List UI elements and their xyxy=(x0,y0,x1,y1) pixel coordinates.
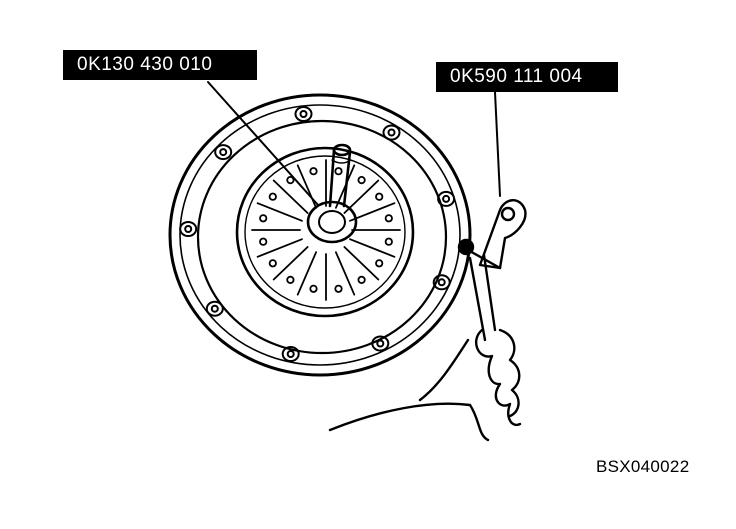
finger-slot xyxy=(268,192,277,201)
bolt-hole xyxy=(442,194,451,203)
bolt-hole xyxy=(437,278,446,287)
bolt-hole xyxy=(184,225,193,233)
mounting-lug xyxy=(179,221,198,237)
diaphragm-finger xyxy=(256,202,303,222)
figure-code: BSX040022 xyxy=(596,457,690,476)
hand-icon xyxy=(328,338,490,442)
finger-slot xyxy=(384,214,393,223)
ring-gear-brake-tool-icon xyxy=(457,199,527,427)
finger-slot xyxy=(357,176,366,185)
clutch-cover-assembly-icon xyxy=(168,93,472,377)
part-number-label-centering-tool: 0K130 430 010 xyxy=(63,50,257,80)
finger-slot xyxy=(259,214,268,223)
diaphragm-finger xyxy=(272,179,309,214)
diaphragm-finger xyxy=(296,251,318,296)
mounting-lug xyxy=(294,106,313,122)
bolt-hole xyxy=(299,110,308,118)
bolt-hole xyxy=(376,339,385,348)
bolt-hole xyxy=(210,304,219,313)
diaphragm-finger xyxy=(334,251,356,296)
mounting-lug xyxy=(432,274,451,291)
finger-slot xyxy=(334,167,343,176)
finger-slot xyxy=(259,237,268,246)
mounting-lug xyxy=(437,190,456,207)
diaphragm-finger xyxy=(272,246,309,281)
diaphragm-finger xyxy=(256,238,303,258)
bolt-hole xyxy=(219,148,228,157)
finger-slot xyxy=(286,176,295,185)
mounting-lug xyxy=(371,335,390,352)
diaphragm-finger xyxy=(349,202,396,222)
finger-slot xyxy=(286,275,295,284)
mounting-lug xyxy=(382,124,401,141)
part-number-label-stopper: 0K590 111 004 xyxy=(436,62,618,92)
leader-line-stopper xyxy=(494,91,501,197)
leader-line-alignment-tool xyxy=(207,81,319,206)
finger-slot xyxy=(375,259,384,268)
mounting-lug xyxy=(281,346,300,362)
diaphragm-finger xyxy=(349,238,396,258)
finger-slot xyxy=(375,192,384,201)
diaphragm-finger xyxy=(343,246,380,281)
finger-slot xyxy=(357,275,366,284)
finger-slot xyxy=(334,284,343,293)
bolt-hole xyxy=(286,350,295,358)
mounting-lug xyxy=(214,144,233,161)
mounting-lug xyxy=(205,300,224,317)
finger-slot xyxy=(309,284,318,293)
clutch-disc-centering-tool-icon xyxy=(328,143,352,208)
finger-slot xyxy=(384,237,393,246)
bolt-hole xyxy=(387,128,396,137)
finger-slot xyxy=(268,259,277,268)
finger-slot xyxy=(309,167,318,176)
